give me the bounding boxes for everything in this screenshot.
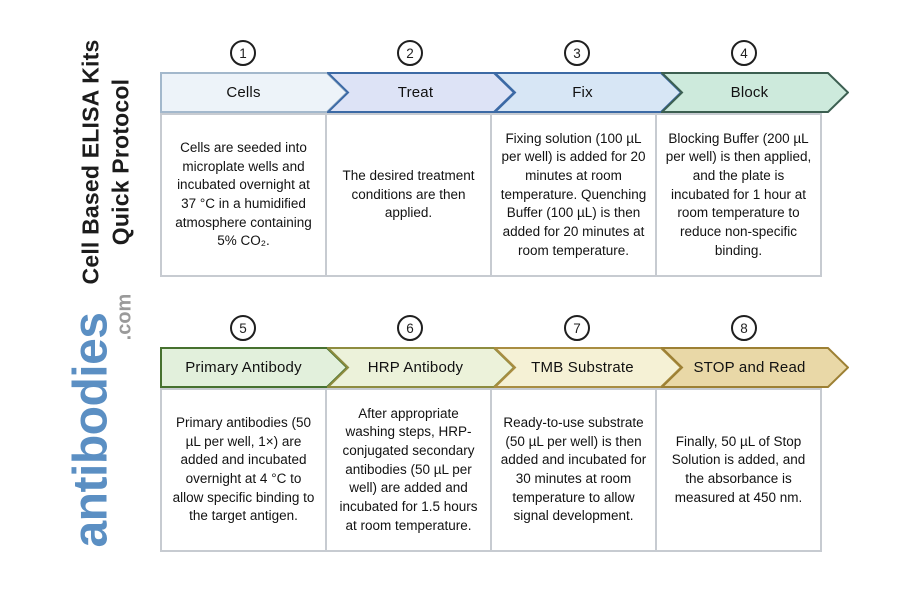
step-badge-8: 8 — [731, 315, 757, 341]
step-description-box-8: Finally, 50 µL of Stop Solution is added… — [655, 388, 822, 552]
step-badge-7: 7 — [564, 315, 590, 341]
step-arrow-block: Block — [661, 72, 849, 113]
step-description-1: Cells are seeded into microplate wells a… — [175, 140, 312, 249]
vertical-title: Cell Based ELISA Kits Quick Protocol — [76, 40, 137, 285]
step-number-7: 7 — [573, 320, 581, 336]
step-arrow-hrp-antibody: HRP Antibody — [327, 347, 515, 388]
step-badges-row-1: 1 2 3 4 — [160, 40, 849, 66]
step-description-2: The desired treatment conditions are the… — [342, 168, 475, 221]
step-arrow-label-tmb-substrate: TMB Substrate — [531, 359, 634, 376]
step-arrow-label-hrp-antibody: HRP Antibody — [367, 359, 464, 376]
step-arrow-label-treat: Treat — [397, 84, 434, 101]
step-description-6: After appropriate washing steps, HRP-con… — [339, 405, 478, 533]
step-description-box-2: The desired treatment conditions are the… — [325, 113, 492, 277]
step-number-3: 3 — [573, 45, 581, 61]
vertical-title-line-2: Quick Protocol — [108, 78, 134, 246]
step-arrow-primary-antibody: Primary Antibody — [160, 347, 348, 388]
step-arrow-treat: Treat — [327, 72, 515, 113]
step-arrow-tmb-substrate: TMB Substrate — [494, 347, 682, 388]
step-badges-row-2: 5 6 7 8 — [160, 315, 849, 341]
brand-logo-suffix: .com — [113, 293, 136, 341]
step-badge-1: 1 — [230, 40, 256, 66]
step-number-6: 6 — [406, 320, 414, 336]
step-description-7: Ready-to-use substrate (50 µL per well) … — [500, 415, 647, 524]
step-arrow-fix: Fix — [494, 72, 682, 113]
step-description-8: Finally, 50 µL of Stop Solution is added… — [671, 433, 806, 505]
step-boxes-row-1: Cells are seeded into microplate wells a… — [160, 113, 822, 277]
step-badge-5: 5 — [230, 315, 256, 341]
vertical-title-line-1: Cell Based ELISA Kits — [77, 39, 104, 285]
step-badge-3: 3 — [564, 40, 590, 66]
step-number-4: 4 — [740, 45, 748, 61]
protocol-row-2: 5 6 7 8 Primary Antibody HRP Antibody TM… — [160, 315, 849, 555]
step-arrow-label-block: Block — [730, 84, 769, 101]
step-arrow-label-primary-antibody: Primary Antibody — [185, 359, 302, 376]
brand-logo: antibodies — [64, 312, 118, 548]
step-arrow-label-cells: Cells — [226, 84, 261, 101]
step-boxes-row-2: Primary antibodies (50 µL per well, 1×) … — [160, 388, 822, 552]
step-badge-2: 2 — [397, 40, 423, 66]
step-description-box-1: Cells are seeded into microplate wells a… — [160, 113, 327, 277]
step-badge-4: 4 — [731, 40, 757, 66]
step-arrow-label-fix: Fix — [572, 84, 593, 101]
step-arrow-label-stop-and-read: STOP and Read — [693, 359, 806, 376]
step-description-4: Blocking Buffer (200 µL per well) is the… — [665, 130, 812, 258]
step-arrow-stop-and-read: STOP and Read — [661, 347, 849, 388]
step-number-1: 1 — [239, 45, 247, 61]
step-description-box-5: Primary antibodies (50 µL per well, 1×) … — [160, 388, 327, 552]
step-description-box-3: Fixing solution (100 µL per well) is add… — [490, 113, 657, 277]
step-number-5: 5 — [239, 320, 247, 336]
step-description-box-6: After appropriate washing steps, HRP-con… — [325, 388, 492, 552]
step-description-box-7: Ready-to-use substrate (50 µL per well) … — [490, 388, 657, 552]
protocol-row-1: 1 2 3 4 Cells Treat Fix Block Ce — [160, 40, 849, 280]
step-description-5: Primary antibodies (50 µL per well, 1×) … — [172, 415, 315, 524]
step-badge-6: 6 — [397, 315, 423, 341]
step-arrow-cells: Cells — [160, 72, 348, 113]
step-arrows-row-1: Cells Treat Fix Block — [160, 72, 849, 113]
step-number-8: 8 — [740, 320, 748, 336]
step-description-3: Fixing solution (100 µL per well) is add… — [500, 130, 647, 258]
step-arrows-row-2: Primary Antibody HRP Antibody TMB Substr… — [160, 347, 849, 388]
step-number-2: 2 — [406, 45, 414, 61]
step-description-box-4: Blocking Buffer (200 µL per well) is the… — [655, 113, 822, 277]
